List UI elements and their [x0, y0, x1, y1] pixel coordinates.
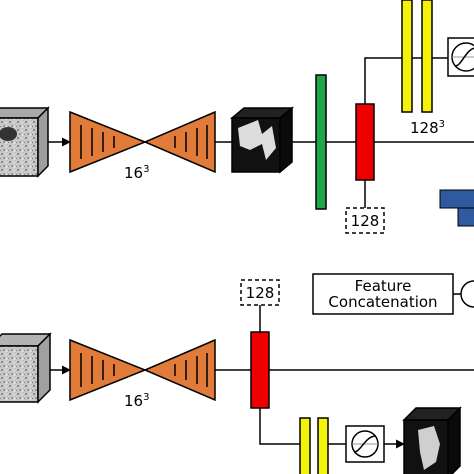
- top-yellow-size-label: 1283: [410, 119, 445, 137]
- top-blue-block-2: [457, 207, 474, 227]
- top-green-layer: [315, 74, 327, 210]
- bottom-activation-icon: [345, 425, 385, 463]
- concatenation-symbol: [460, 280, 474, 308]
- top-size-label: 163: [124, 164, 149, 182]
- top-blue-block-1: [439, 189, 474, 209]
- top-dashed-box-label: 128: [351, 212, 380, 230]
- bottom-encoder-decoder: [69, 338, 216, 402]
- feature-concatenation-line2: Concatenation: [328, 293, 437, 311]
- bottom-output-volume: [402, 406, 462, 474]
- bottom-dashed-box: [240, 279, 280, 306]
- top-red-layer: [355, 103, 375, 181]
- bottom-size-label: 163: [124, 392, 149, 410]
- feature-concatenation-box: [312, 273, 454, 315]
- bottom-input-volume: [0, 332, 52, 404]
- top-activation-icon: [447, 37, 474, 77]
- bottom-red-layer: [250, 331, 270, 409]
- top-input-volume: [0, 106, 50, 178]
- bottom-dashed-box-label: 128: [246, 284, 275, 302]
- top-segmentation-volume: [229, 106, 295, 174]
- bottom-branch-down: [259, 408, 300, 445]
- feature-concatenation-line1: Feature: [355, 277, 412, 295]
- bottom-yellow-layer-1: [299, 417, 311, 474]
- top-dashed-box: [345, 207, 385, 234]
- top-encoder-decoder: [69, 110, 216, 174]
- top-yellow-layer-1: [401, 0, 413, 113]
- top-branch-up: [364, 57, 474, 104]
- bottom-yellow-layer-2: [317, 417, 329, 474]
- top-yellow-layer-2: [421, 0, 433, 113]
